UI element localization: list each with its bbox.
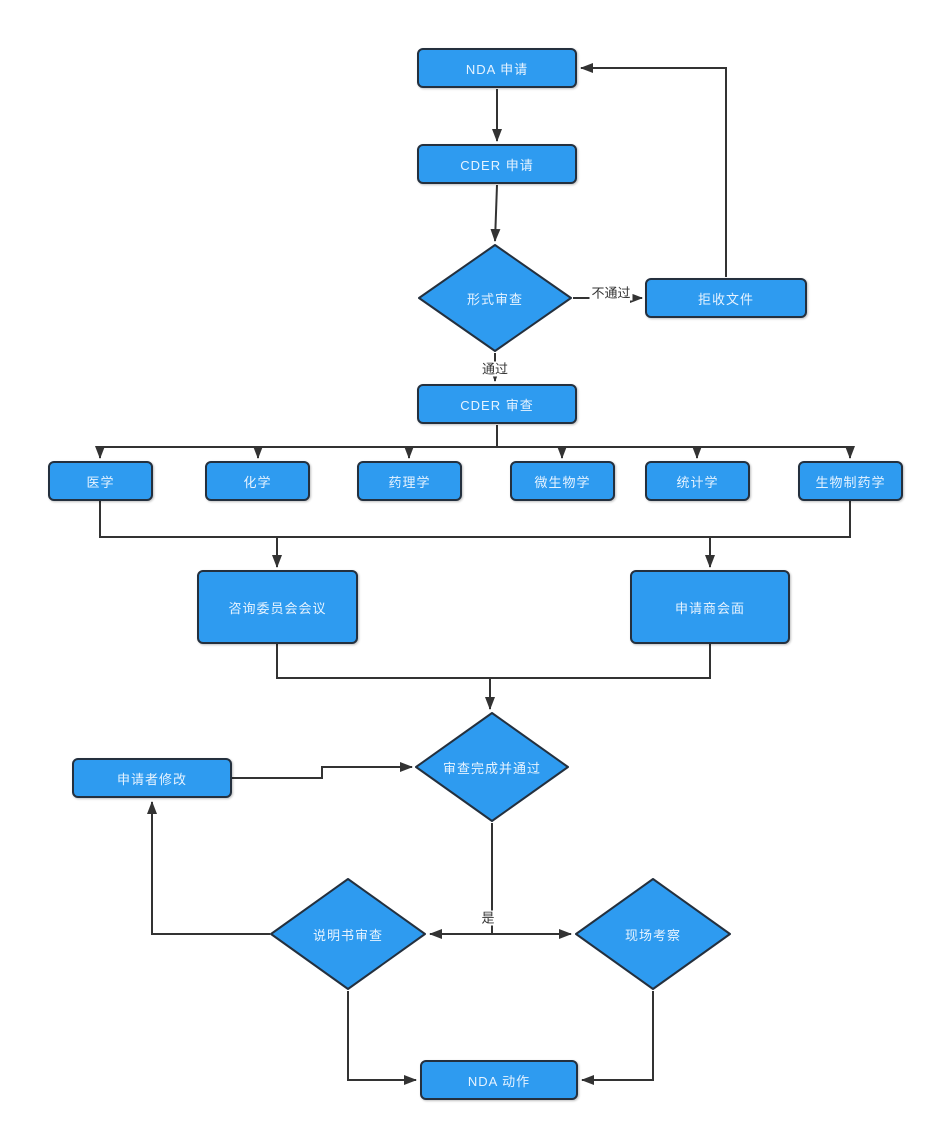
- connector-reject-documents-to-nda-application: [580, 63, 727, 277]
- node-label-biopharmaceutics: 生物制药学: [815, 474, 886, 490]
- connector-merge-bus: [99, 501, 851, 538]
- node-pharmacology: 药理学: [357, 461, 462, 501]
- node-label-review: 说明书审查: [270, 878, 426, 990]
- node-advisory-committee-meeting: 咨询委员会会议: [197, 570, 358, 644]
- node-cder-review: CDER 审查: [417, 384, 577, 424]
- diamond-shape: [415, 712, 569, 822]
- node-label-cder-application: CDER 申请: [460, 157, 534, 173]
- node-label-applicant-meeting: 申请商会面: [674, 600, 745, 616]
- node-chemistry: 化学: [205, 461, 310, 501]
- diamond-shape: [418, 244, 572, 352]
- node-label-pharmacology: 药理学: [388, 474, 431, 490]
- node-cder-application: CDER 申请: [417, 144, 577, 184]
- node-medicine: 医学: [48, 461, 153, 501]
- node-label-statistics: 统计学: [676, 474, 719, 490]
- node-label-site-inspection: 现场考察: [624, 927, 681, 943]
- node-applicant-revision: 申请者修改: [72, 758, 232, 798]
- node-review-complete-passed: 审查完成并通过: [415, 712, 569, 822]
- connector-applicant-revision-to-review-complete: [232, 762, 413, 779]
- connector-label-review-to-nda-action: [347, 991, 417, 1085]
- connector-meeting-merge-bus: [276, 644, 711, 679]
- connector-label-review-to-applicant-revision: [147, 801, 270, 935]
- diamond-shape: [575, 878, 731, 990]
- node-statistics: 统计学: [645, 461, 750, 501]
- node-applicant-meeting: 申请商会面: [630, 570, 790, 644]
- node-label-cder-review: CDER 审查: [460, 397, 534, 413]
- node-label-applicant-revision: 申请者修改: [116, 771, 187, 787]
- edge-label-fail: 不通过: [589, 285, 633, 301]
- node-label-advisory-committee-meeting: 咨询委员会会议: [228, 600, 327, 616]
- node-label-nda-application: NDA 申请: [465, 61, 529, 77]
- node-label-nda-action: NDA 动作: [467, 1073, 531, 1089]
- node-label-review-complete-passed: 审查完成并通过: [442, 760, 541, 776]
- edge-label-pass: 通过: [479, 361, 511, 377]
- node-formal-review: 形式审查: [418, 244, 572, 352]
- connector-cder-application-to-formal-review: [490, 184, 501, 242]
- node-label-chemistry: 化学: [243, 474, 272, 490]
- diamond-shape: [270, 878, 426, 990]
- node-reject-documents: 拒收文件: [645, 278, 807, 318]
- node-site-inspection: 现场考察: [575, 878, 731, 990]
- node-label-label-review: 说明书审查: [312, 927, 383, 943]
- node-label-medicine: 医学: [86, 474, 115, 490]
- node-nda-application: NDA 申请: [417, 48, 577, 88]
- node-biopharmaceutics: 生物制药学: [798, 461, 903, 501]
- node-label-microbiology: 微生物学: [534, 474, 591, 490]
- node-label-reject-documents: 拒收文件: [697, 291, 754, 307]
- connector-site-inspection-to-nda-action: [581, 991, 654, 1085]
- node-nda-action: NDA 动作: [420, 1060, 578, 1100]
- node-label-formal-review: 形式审查: [466, 291, 523, 307]
- edge-label-yes: 是: [479, 910, 497, 926]
- node-microbiology: 微生物学: [510, 461, 615, 501]
